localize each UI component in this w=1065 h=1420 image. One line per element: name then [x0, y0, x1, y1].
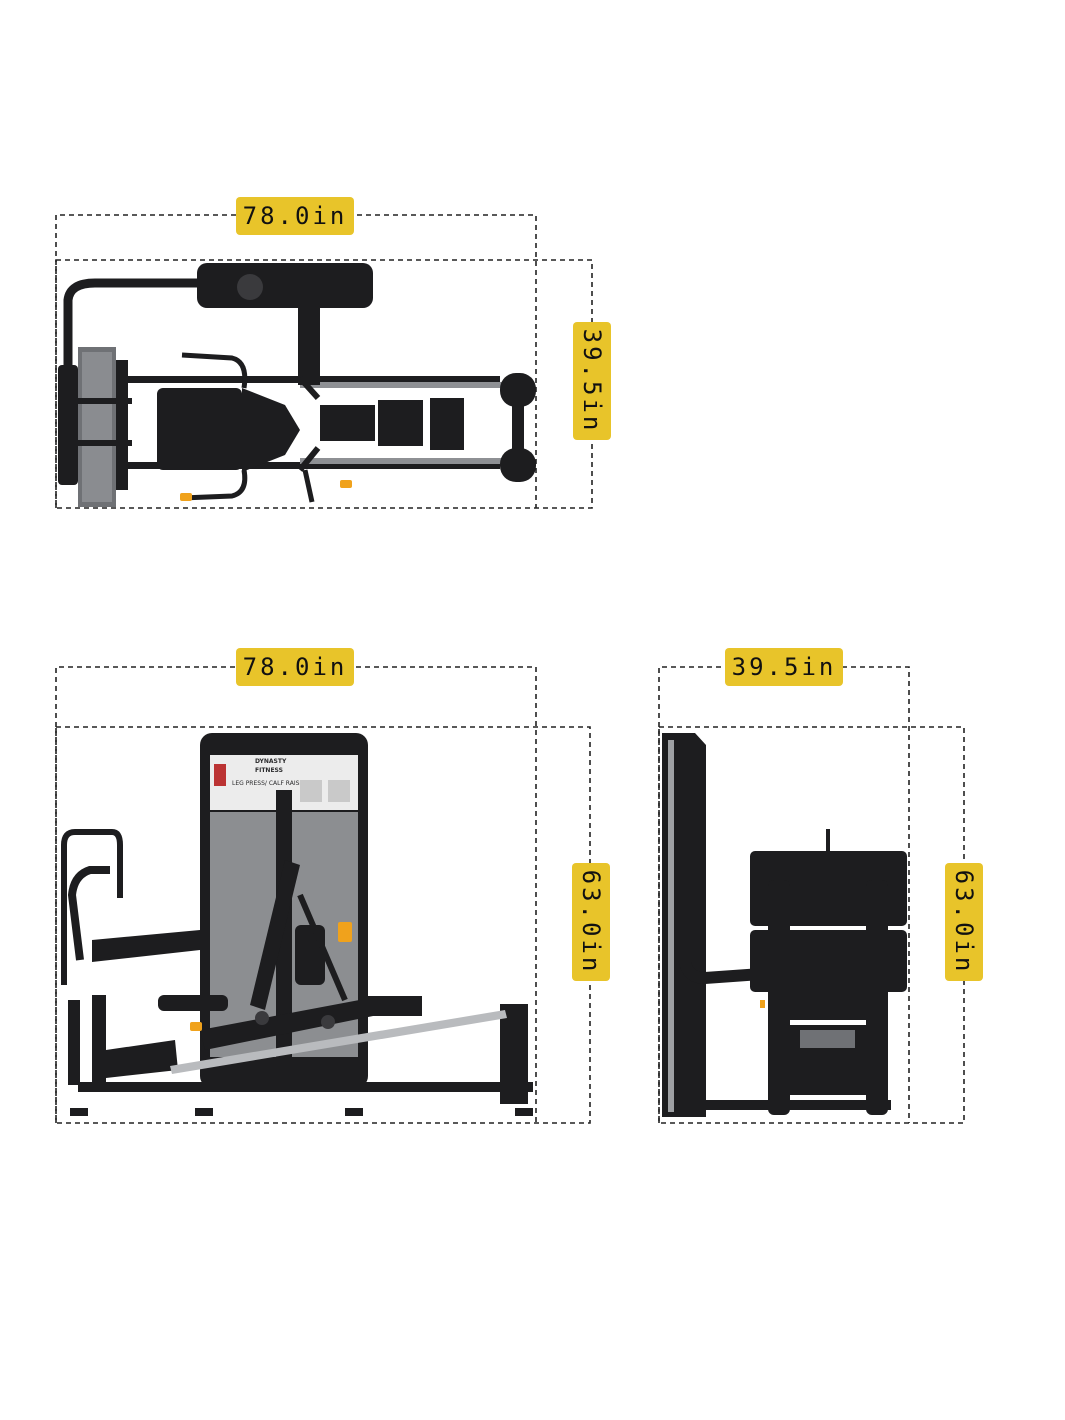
side-height-label: 63.0in — [572, 863, 610, 981]
side-view-machine: DYNASTY FITNESS LEG PRESS/ CALF RAISE — [61, 733, 533, 1116]
top-view-machine — [58, 263, 536, 507]
back-width-text: 39.5in — [732, 653, 837, 681]
back-view-machine — [662, 733, 907, 1117]
back-view: 39.5in 63.0in — [658, 648, 983, 1124]
side-view: DYNASTY FITNESS LEG PRESS/ CALF RAISE — [55, 648, 610, 1124]
back-height-text: 63.0in — [950, 870, 978, 975]
side-width-text: 78.0in — [243, 653, 348, 681]
top-view: 78.0in 39.5in — [55, 197, 611, 509]
back-width-label: 39.5in — [725, 648, 843, 686]
top-width-label: 78.0in — [236, 197, 354, 235]
side-width-label: 78.0in — [236, 648, 354, 686]
top-depth-label: 39.5in — [573, 322, 611, 440]
top-width-text: 78.0in — [243, 202, 348, 230]
brand-line2: FITNESS — [255, 767, 283, 774]
back-height-label: 63.0in — [945, 863, 983, 981]
brand-line1: DYNASTY — [255, 758, 287, 765]
top-depth-text: 39.5in — [578, 329, 606, 434]
placard-title: LEG PRESS/ CALF RAISE — [232, 780, 303, 787]
side-height-text: 63.0in — [577, 870, 605, 975]
